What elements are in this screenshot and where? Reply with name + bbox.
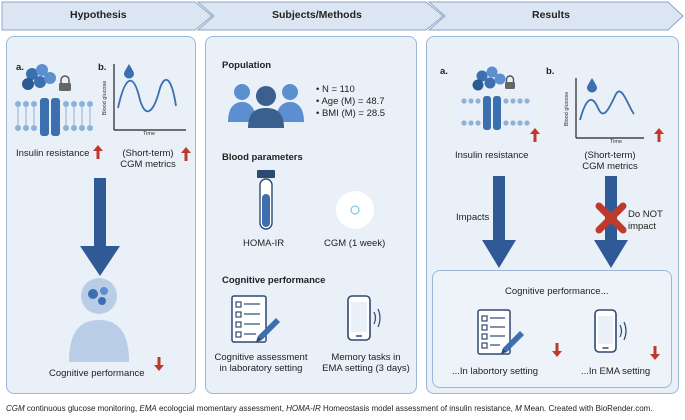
header-results: Results xyxy=(532,9,570,21)
res-ema-setting: ...In EMA setting xyxy=(581,366,651,377)
res-membrane-receptor-icon xyxy=(461,96,530,130)
res-chart-xlabel: Time xyxy=(610,139,623,145)
methods-population-item-0: • N = 110 xyxy=(316,84,355,95)
methods-cgm: CGM (1 week) xyxy=(324,238,386,249)
hyp-cognitive-performance: Cognitive performance xyxy=(49,368,145,379)
hyp-label-a: a. xyxy=(16,62,24,73)
methods-lab-line2: in laboratory setting xyxy=(219,363,303,374)
methods-homa-ir: HOMA-IR xyxy=(243,238,285,249)
res-blood-drop-icon xyxy=(587,78,597,93)
hyp-cgm-line1: (Short-term) xyxy=(122,148,174,159)
res-impacts-arrow xyxy=(482,176,516,268)
hyp-glucose-chart xyxy=(113,64,186,131)
hyp-chart-ylabel: Blood glucose xyxy=(102,80,108,116)
blood-drop-icon xyxy=(124,64,134,79)
res-label-a: a. xyxy=(440,66,448,77)
methods-population-title: Population xyxy=(222,60,272,71)
glucose-molecules-icon xyxy=(22,64,56,90)
header-hypothesis: Hypothesis xyxy=(70,9,127,21)
header-methods: Subjects/Methods xyxy=(272,9,362,21)
methods-population-item-1: • Age (M) = 48.7 xyxy=(316,96,385,107)
footer-abbreviations: CGM continuous glucose monitoring, EMA e… xyxy=(6,404,653,413)
methods-ema-line1: Memory tasks in xyxy=(331,352,401,363)
cgm-sensor-icon xyxy=(336,191,374,229)
checklist-clipboard-icon xyxy=(231,295,280,343)
res-cognitive-title: Cognitive performance... xyxy=(505,286,609,297)
methods-ema-line2: EMA setting (3 days) xyxy=(322,363,410,374)
res-lock-icon xyxy=(505,75,515,89)
hyp-cgm-line2: CGM metrics xyxy=(120,159,176,170)
methods-cognitive-title: Cognitive performance xyxy=(222,275,326,286)
res-impacts-label: Impacts xyxy=(456,212,490,223)
res-cgm-up-arrow xyxy=(654,128,664,142)
people-group-icon xyxy=(228,84,304,128)
res-checklist-clipboard-icon xyxy=(477,309,524,355)
res-cognitive-box xyxy=(432,270,672,388)
test-tube-icon xyxy=(257,170,275,230)
lock-icon xyxy=(59,75,71,91)
brain-gears-icon xyxy=(69,278,129,362)
res-insulin-resistance: Insulin resistance xyxy=(455,150,529,161)
res-lab-setting: ...In labortory setting xyxy=(452,366,539,377)
red-x-icon xyxy=(595,202,627,234)
hyp-down-arrow xyxy=(80,178,120,276)
membrane-receptor-icon xyxy=(15,98,93,136)
hyp-insulin-up-arrow xyxy=(93,145,103,159)
res-chart-ylabel: Blood glucose xyxy=(564,91,570,127)
res-label-b: b. xyxy=(546,66,555,77)
res-lab-down-arrow xyxy=(552,343,562,357)
hyp-cognitive-down-arrow xyxy=(154,357,164,371)
hyp-label-b: b. xyxy=(98,62,107,73)
hyp-cgm-up-arrow xyxy=(181,147,191,161)
res-glucose-chart xyxy=(575,78,644,139)
res-glucose-molecules-icon xyxy=(472,66,506,91)
methods-blood-title: Blood parameters xyxy=(222,152,303,163)
res-insulin-up-arrow xyxy=(530,128,540,142)
methods-population-item-2: • BMI (M) = 28.5 xyxy=(316,108,386,119)
res-do-not-line2: impact xyxy=(628,221,656,232)
res-do-not-line1: Do NOT xyxy=(628,209,663,220)
res-smartphone-icon xyxy=(594,309,627,353)
header-banner xyxy=(1,1,684,31)
res-cgm-line2: CGM metrics xyxy=(582,161,638,172)
hyp-chart-xlabel: Time xyxy=(143,131,156,137)
res-cgm-line1: (Short-term) xyxy=(584,150,636,161)
methods-lab-line1: Cognitive assessment xyxy=(214,352,308,363)
smartphone-icon xyxy=(347,295,381,341)
hyp-insulin-resistance: Insulin resistance xyxy=(16,148,90,159)
res-ema-down-arrow xyxy=(650,346,660,360)
